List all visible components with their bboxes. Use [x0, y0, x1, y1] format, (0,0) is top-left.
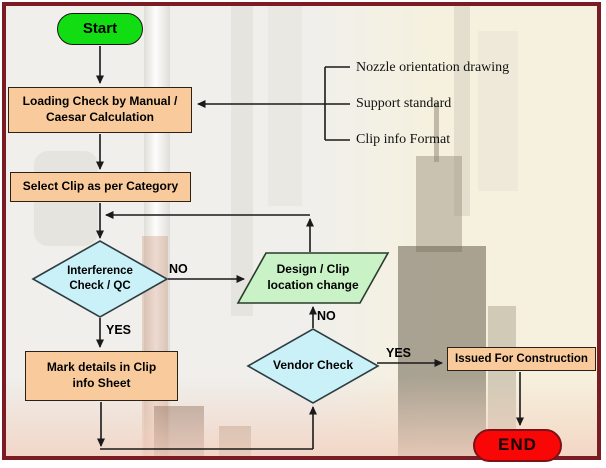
loading-check-label: Loading Check by Manual / Caesar Calcula…: [22, 94, 178, 124]
issued-for-construction-box: Issued For Construction: [447, 347, 596, 371]
background-column: [478, 31, 518, 191]
background-tower-upper: [416, 156, 462, 252]
vendor-yes-label: YES: [386, 346, 412, 360]
mark-details-label: Mark details in Clip info Sheet: [46, 360, 157, 390]
background-column: [268, 6, 302, 206]
end-terminal: END: [473, 429, 562, 462]
start-terminal: Start: [57, 13, 143, 45]
interference-no-label: NO: [169, 262, 188, 276]
issued-for-construction-label: Issued For Construction: [455, 352, 588, 365]
interference-check-label: Interference Check / QC: [67, 265, 133, 292]
annotation-support-standard: Support standard: [356, 96, 452, 111]
loading-check-box: Loading Check by Manual / Caesar Calcula…: [8, 87, 192, 133]
select-clip-box: Select Clip as per Category: [10, 172, 191, 202]
background-column: [231, 6, 253, 316]
design-change-parallelogram: [236, 252, 390, 304]
connectors: [96, 46, 524, 450]
end-label: END: [498, 435, 537, 455]
vendor-check-label: Vendor Check: [272, 358, 354, 373]
design-change-label: Design / Clip location change: [267, 262, 359, 292]
start-label: Start: [82, 20, 118, 38]
select-clip-label: Select Clip as per Category: [22, 179, 179, 194]
mark-details-box: Mark details in Clip info Sheet: [25, 351, 178, 401]
annotation-clip-info-format: Clip info Format: [356, 132, 451, 147]
vendor-decision-diamond: [246, 328, 380, 404]
page-border-frame: [2, 2, 601, 460]
interference-decision-diamond: [31, 240, 169, 318]
vendor-no-label: NO: [317, 309, 336, 323]
background-tower-mast: [434, 102, 439, 162]
interference-yes-label: YES: [106, 323, 132, 337]
background-column: [454, 6, 470, 216]
annotation-nozzle-orientation: Nozzle orientation drawing: [356, 60, 510, 75]
